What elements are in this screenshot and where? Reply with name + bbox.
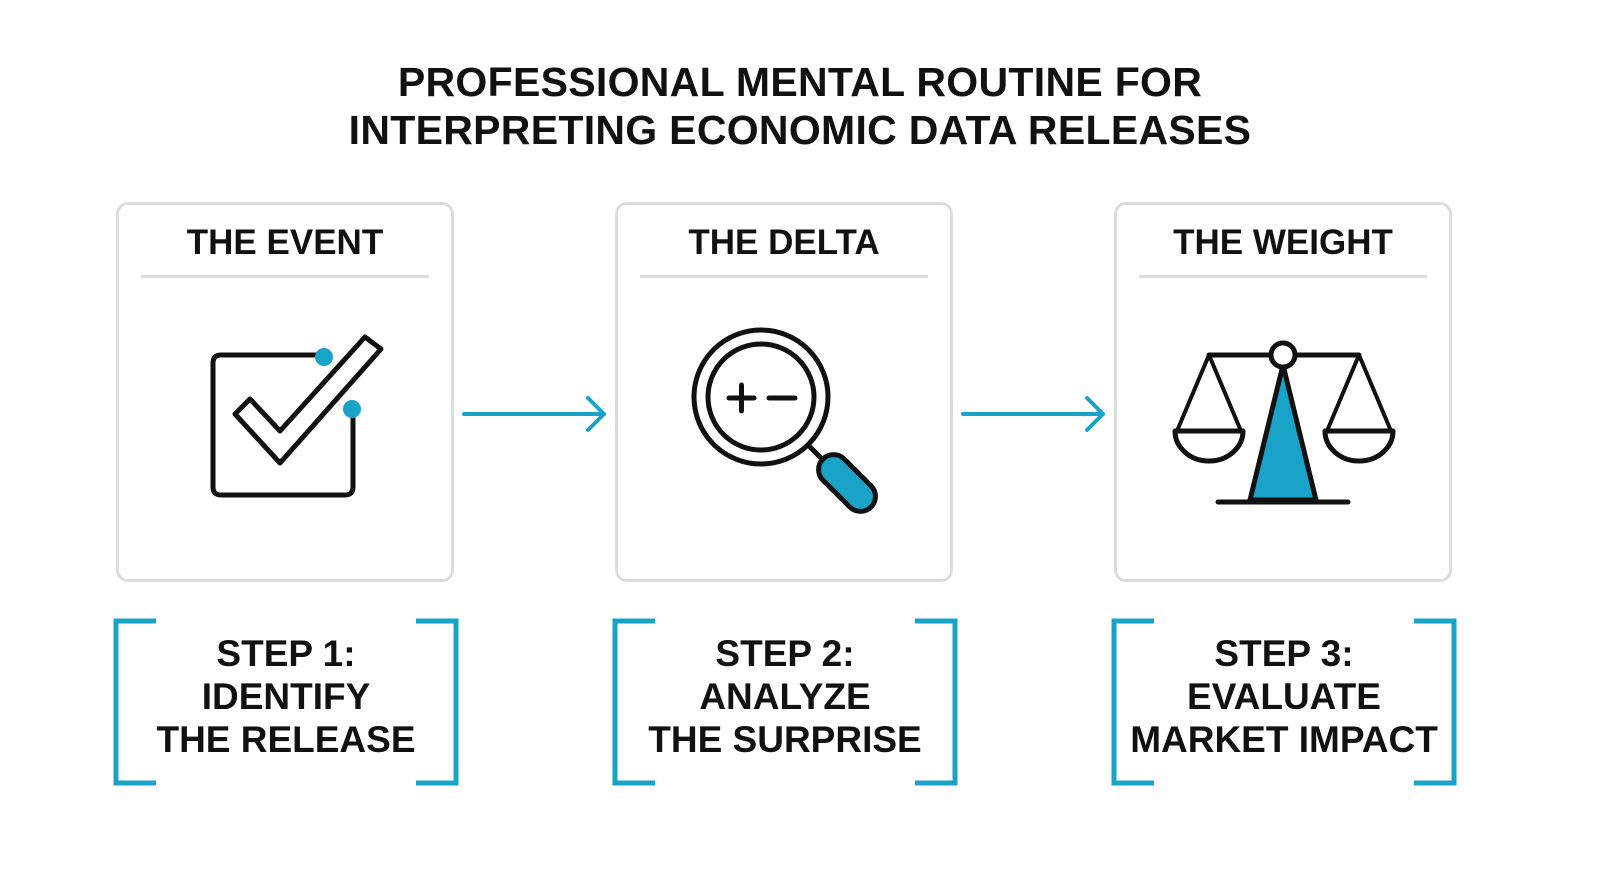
card-heading: THE WEIGHT xyxy=(1173,223,1393,262)
step-number: STEP 3: xyxy=(1214,633,1354,674)
card-divider xyxy=(1139,275,1427,278)
step-3-label: STEP 3: EVALUATE MARKET IMPACT xyxy=(1110,618,1458,788)
title-line-2: INTERPRETING ECONOMIC DATA RELEASES xyxy=(348,107,1252,153)
card-the-event: THE EVENT xyxy=(116,202,454,582)
card-heading: THE DELTA xyxy=(688,223,880,262)
bracket-frame xyxy=(1111,618,1457,786)
step-action: EVALUATE xyxy=(1187,676,1381,717)
balance-scale-icon xyxy=(1172,340,1396,505)
step-number: STEP 2: xyxy=(715,633,855,674)
step-number: STEP 1: xyxy=(216,633,356,674)
card-the-weight: THE WEIGHT xyxy=(1114,202,1452,582)
page-title: PROFESSIONAL MENTAL ROUTINE FOR INTERPRE… xyxy=(0,58,1600,154)
card-heading: THE EVENT xyxy=(186,223,384,262)
step-action: IDENTIFY xyxy=(201,676,371,717)
step-object: THE RELEASE xyxy=(156,719,416,760)
bracket-frame xyxy=(113,618,459,786)
card-divider xyxy=(640,275,928,278)
title-line-1: PROFESSIONAL MENTAL ROUTINE FOR xyxy=(397,59,1203,105)
step-object: THE SURPRISE xyxy=(648,719,922,760)
card-the-delta: THE DELTA xyxy=(615,202,953,582)
step-1-label: STEP 1: IDENTIFY THE RELEASE xyxy=(112,618,460,788)
step-2-label: STEP 2: ANALYZE THE SURPRISE xyxy=(611,618,959,788)
step-object: MARKET IMPACT xyxy=(1130,719,1438,760)
bracket-frame xyxy=(612,618,958,786)
arrow-right-icon xyxy=(462,396,606,432)
arrow-right-icon xyxy=(961,396,1105,432)
magnifier-plus-minus-icon xyxy=(691,327,878,514)
card-divider xyxy=(141,275,429,278)
step-action: ANALYZE xyxy=(699,676,871,717)
checkbox-check-icon xyxy=(210,334,384,498)
